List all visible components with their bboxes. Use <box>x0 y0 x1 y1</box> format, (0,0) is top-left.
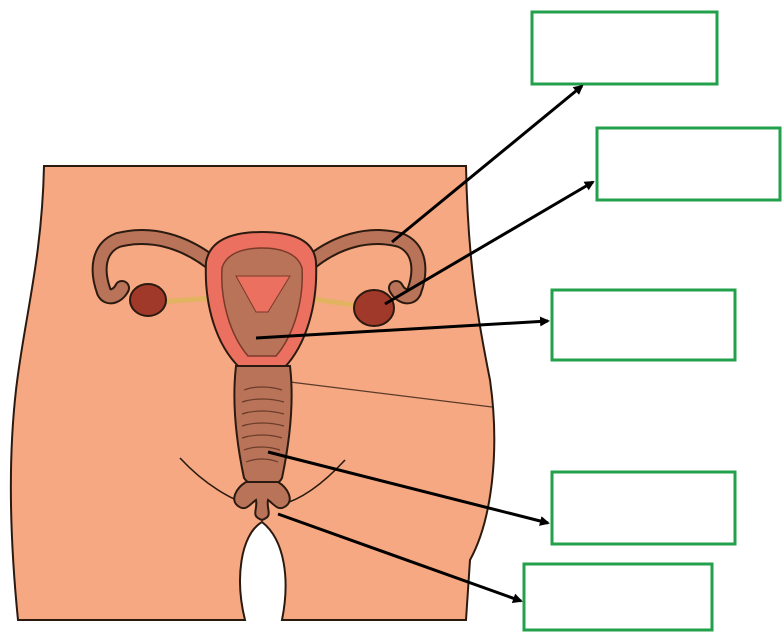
label-box-4[interactable] <box>552 472 735 544</box>
label-box-2[interactable] <box>597 128 780 200</box>
label-box-3[interactable] <box>552 290 735 360</box>
ovary-left <box>130 284 166 316</box>
label-box-1[interactable] <box>532 12 717 84</box>
vaginal-canal <box>234 366 291 487</box>
ovary-right <box>354 290 394 326</box>
label-box-5[interactable] <box>524 564 712 630</box>
arrow-1 <box>392 86 582 242</box>
